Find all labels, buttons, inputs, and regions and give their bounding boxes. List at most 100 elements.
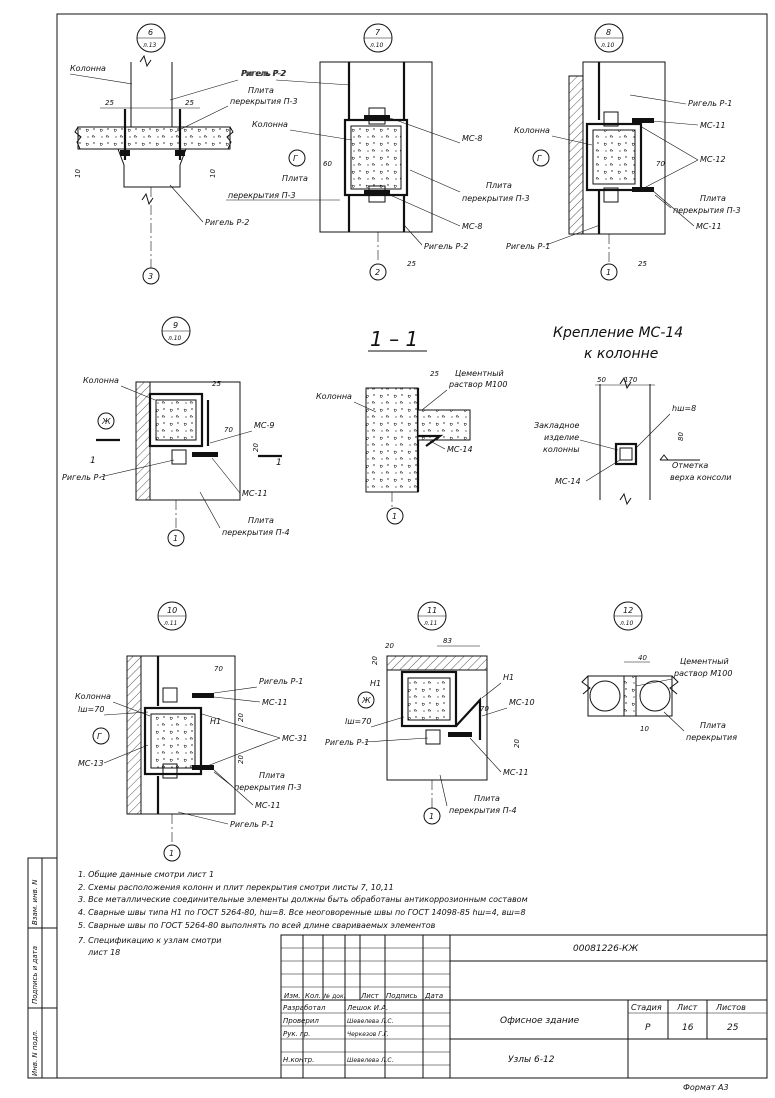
- n6-axis-3: 3: [148, 272, 153, 281]
- n10-axis-1: 1: [169, 849, 174, 858]
- section-1-1: 1 – 1 1 Колонна 25 Цементный раствор М10…: [316, 327, 507, 525]
- node-11: 11 л.11 1 Ж 20 83 20 Н1 Н1 70 МС-10 lш=7…: [325, 601, 535, 825]
- krep-dim-170: 170: [624, 376, 638, 384]
- n10-lsh70: lш=70: [78, 705, 104, 714]
- sheet-frame: [56, 13, 768, 1079]
- n11-dim-83: 83: [443, 637, 452, 645]
- n10-axis-g: Г: [97, 732, 102, 741]
- n8-plita-a: Плита: [700, 194, 726, 203]
- note-1: 1. Общие данные смотри лист 1: [78, 870, 214, 879]
- tb-role-1: Проверил: [283, 1017, 319, 1025]
- n9-section-mark-right: 1: [276, 458, 282, 468]
- n10-mc31: МС-31: [282, 734, 308, 743]
- tb-stadia-h: Стадия: [631, 1003, 662, 1012]
- title-block: Изм. Кол. № док. Лист Подпись Дата Разра…: [280, 934, 768, 1079]
- n12-cement-a: Цементный: [680, 657, 729, 666]
- callout-8-num: 8: [606, 28, 611, 37]
- n11-dim-70: 70: [480, 705, 489, 713]
- callout-6-sheet: л.13: [142, 42, 157, 49]
- inv-podl-label: Инв. N подл.: [31, 1030, 39, 1076]
- tb-col-kol: Кол.: [305, 992, 321, 1000]
- n9-mc9: МС-9: [254, 421, 274, 430]
- callout-7-num: 7: [375, 28, 381, 37]
- krep-dim-50: 50: [597, 376, 606, 384]
- n12-dim-10: 10: [640, 725, 649, 733]
- podpis-data-label: Подпись и дата: [31, 946, 39, 1004]
- tb-list-h: Лист: [676, 1003, 698, 1012]
- tb-name-0: Лешок И.А.: [346, 1004, 388, 1012]
- n12-plita-a: Плита: [700, 721, 726, 730]
- tb-name-2: Черкезов Г.Г.: [347, 1031, 389, 1038]
- tb-project: Офисное здание: [500, 1016, 580, 1026]
- tb-col-list: Лист: [360, 992, 380, 1000]
- n7-axis-2: 2: [375, 268, 380, 277]
- s11-axis-1: 1: [392, 512, 397, 521]
- n7-kolonna: Колонна: [252, 120, 288, 129]
- n11-dim-20-top: 20: [385, 642, 394, 650]
- node-7: 7 л.10 2 Г Ригель Р-2 Колонна 60 Плита п…: [226, 23, 530, 281]
- n9-axis-1: 1: [173, 534, 178, 543]
- section-title: 1 – 1: [370, 327, 418, 351]
- callout-8-sheet: л.10: [600, 42, 615, 49]
- note-3: 3. Все металлические соединительные элем…: [78, 895, 528, 904]
- node-10: 10 л.11 1 Г Колонна lш=70 Н1 МС-13 70 Ри…: [75, 601, 308, 862]
- tb-role-0: Разработал: [283, 1004, 326, 1012]
- n9-plita-a: Плита: [248, 516, 274, 525]
- n11-axis-1: 1: [429, 812, 434, 821]
- callout-12-num: 12: [623, 606, 633, 615]
- node-9: 9 л.10 1 Ж Колонна 25 70 МС-9 20 1 1 Риг…: [62, 316, 290, 547]
- n11-dim-20-side: 20: [371, 656, 379, 665]
- n10-dim-20-a: 20: [237, 713, 245, 722]
- n10-dim-20-b: 20: [237, 755, 245, 764]
- n9-dim-20: 20: [252, 443, 260, 452]
- n8-plita-b: перекрытия П-3: [673, 206, 741, 215]
- n6-plita-b: перекрытия П-3: [230, 97, 298, 106]
- s11-cement-a: Цементный: [455, 369, 504, 378]
- callout-10-sheet: л.11: [163, 620, 177, 627]
- tb-col-data: Дата: [424, 992, 443, 1000]
- n10-mc11-bottom: МС-11: [255, 801, 281, 810]
- tb-listov: 25: [727, 1023, 739, 1033]
- krep-otmetka-a: Отметка: [672, 461, 708, 470]
- n10-kolonna: Колонна: [75, 692, 111, 701]
- note-7-cont: лист 18: [78, 948, 120, 957]
- n6-dim-10-left: 10: [74, 169, 82, 178]
- n7-plita-r-a: Плита: [486, 181, 512, 190]
- n11-axis-zh: Ж: [361, 696, 371, 705]
- callout-11-num: 11: [427, 606, 437, 615]
- n8-axis-1: 1: [606, 268, 611, 277]
- n8-mc12: МС-12: [700, 155, 726, 164]
- krep-title-2: к колонне: [584, 346, 658, 362]
- n10-mc13: МС-13: [78, 759, 104, 768]
- tb-listov-h: Листов: [715, 1003, 746, 1012]
- n8-dim-25: 25: [638, 260, 647, 268]
- krep-title-1: Крепление МС-14: [553, 325, 683, 341]
- tb-role-2: Рук. гр.: [283, 1030, 310, 1038]
- krep-mc14: Крепление МС-14 к колонне 50 170 hш=8 80…: [534, 325, 731, 506]
- n8-mc11-bottom: МС-11: [696, 222, 722, 231]
- n9-axis-zh: Ж: [101, 417, 111, 426]
- n6-rigel-r2-bottom: Ригель Р-2: [205, 218, 249, 227]
- n11-h1-right: Н1: [503, 673, 514, 682]
- n9-mc11: МС-11: [242, 489, 268, 498]
- node-8: 8 л.10 1 Г Колонна Ригель Р-1 МС-11 МС-1…: [506, 23, 741, 281]
- n9-dim-25: 25: [212, 380, 221, 388]
- note-7: 7. Спецификацию к узлам смотри: [78, 936, 221, 945]
- general-notes: 1. Общие данные смотри лист 1 2. Схемы р…: [78, 870, 528, 957]
- n12-dim-40: 40: [638, 654, 647, 662]
- s11-mc14: МС-14: [447, 445, 473, 454]
- n7-rigel-r2-bottom: Ригель Р-2: [424, 242, 468, 251]
- krep-dim-80: 80: [677, 432, 685, 441]
- tb-col-podpis: Подпись: [386, 992, 418, 1000]
- callout-11-sheet: л.11: [423, 620, 437, 627]
- n8-rigel-r1-top: Ригель Р-1: [688, 99, 732, 108]
- n10-plita-a: Плита: [259, 771, 285, 780]
- callout-10-num: 10: [167, 606, 177, 615]
- tb-col-izm: Изм.: [284, 992, 300, 1000]
- n8-mc11-top: МС-11: [700, 121, 726, 130]
- node-6: 6 л.13 25 25 10 10 Колонна Ригель Р-2 Пл…: [69, 23, 298, 285]
- n11-plita-a: Плита: [474, 794, 500, 803]
- n11-dim-20-right: 20: [513, 739, 521, 748]
- tb-role-3: Н.контр.: [283, 1056, 314, 1064]
- tb-sheet-title: Узлы 6-12: [508, 1055, 555, 1065]
